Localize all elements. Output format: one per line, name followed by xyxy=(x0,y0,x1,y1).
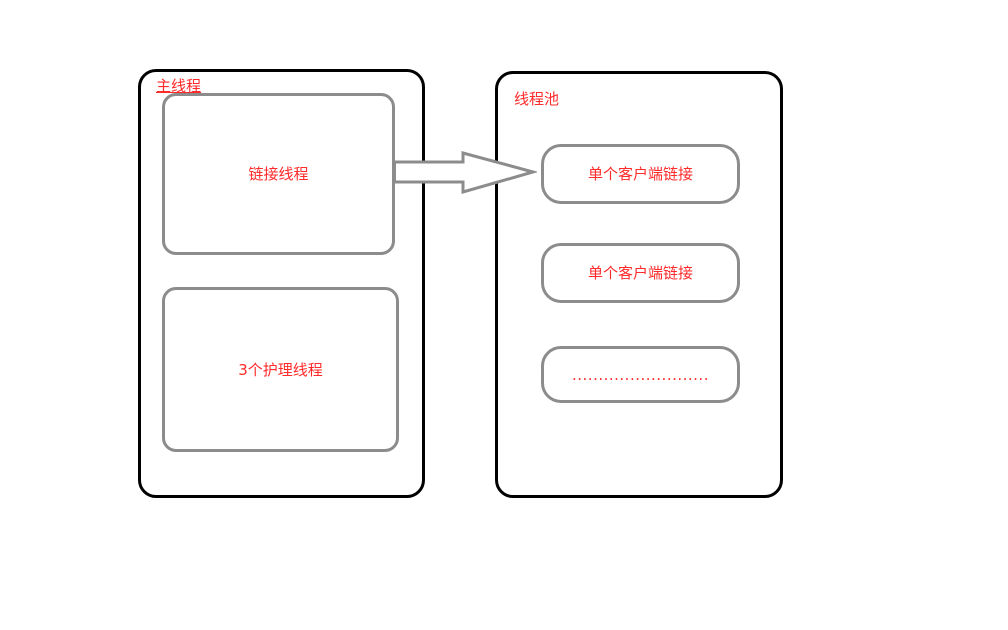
flow-arrow-icon xyxy=(393,151,537,194)
nursing-threads-label: 3个护理线程 xyxy=(238,360,323,379)
ellipsis-label: .......................... xyxy=(572,365,709,384)
thread-pool-container: 线程池 单个客户端链接 单个客户端链接 ....................… xyxy=(495,71,783,498)
thread-pool-label: 线程池 xyxy=(514,90,560,108)
ellipsis-box: .......................... xyxy=(541,346,740,403)
connection-thread-box: 链接线程 xyxy=(162,93,395,255)
client-connection-box: 单个客户端链接 xyxy=(541,144,740,204)
client-connection-label: 单个客户端链接 xyxy=(587,264,693,282)
nursing-threads-box: 3个护理线程 xyxy=(162,287,399,452)
main-thread-label: 主线程 xyxy=(156,77,202,95)
main-thread-container: 主线程 链接线程 3个护理线程 xyxy=(138,69,425,498)
client-connection-box: 单个客户端链接 xyxy=(541,243,740,303)
client-connection-label: 单个客户端链接 xyxy=(587,165,693,183)
connection-thread-label: 链接线程 xyxy=(248,165,309,183)
